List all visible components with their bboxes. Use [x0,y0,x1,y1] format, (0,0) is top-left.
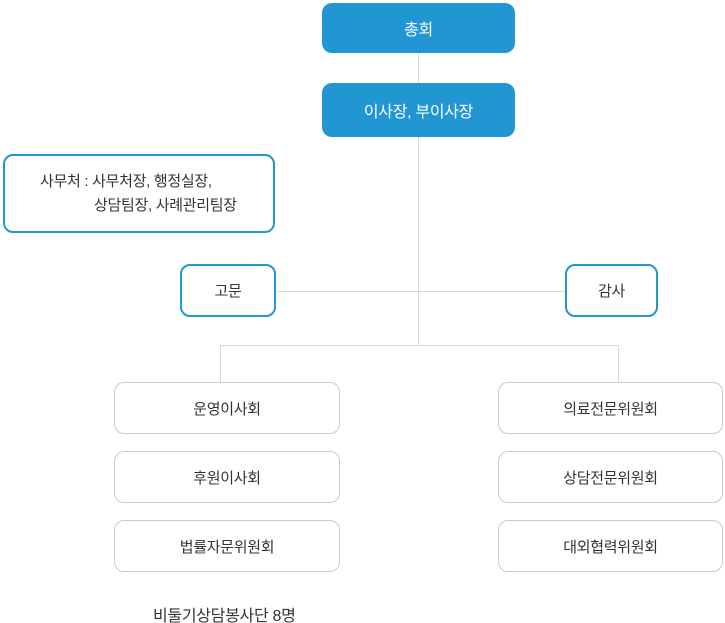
node-medical-expert-committee-label: 의료전문위원회 [563,400,658,418]
node-secretariat: 사무처 : 사무처장, 행정실장, 상담팀장, 사례관리팀장 [3,154,275,233]
connector-assembly-to-chairman [418,53,419,83]
connector-right-column-drop [618,345,619,382]
node-advisor-label: 고문 [214,283,242,300]
node-legal-advisory-committee: 법률자문위원회 [114,520,340,572]
node-general-assembly: 총회 [322,3,515,53]
connector-left-column-drop [220,345,221,382]
node-counseling-expert-committee-label: 상담전문위원회 [563,469,658,487]
node-auditor: 감사 [565,264,658,317]
node-legal-advisory-committee-label: 법률자문위원회 [179,538,275,556]
node-secretariat-line1: 사무처 : 사무처장, 행정실장, [40,172,212,190]
node-medical-expert-committee: 의료전문위원회 [498,382,723,434]
node-chairman-label: 이사장, 부이사장 [363,104,474,121]
node-general-assembly-label: 총회 [404,22,433,39]
footnote-volunteer-group: 비둘기상담봉사단 8명 [153,608,296,623]
node-external-cooperation-committee-label: 대외협력위원회 [563,538,658,556]
node-secretariat-line2: 상담팀장, 사례관리팀장 [94,196,237,214]
node-counseling-expert-committee: 상담전문위원회 [498,451,723,503]
node-external-cooperation-committee: 대외협력위원회 [498,520,723,572]
connector-trunk [418,137,419,345]
connector-branch-horizontal [220,345,619,346]
node-operating-board-label: 운영이사회 [193,400,261,418]
node-chairman: 이사장, 부이사장 [322,83,515,137]
node-support-board: 후원이사회 [114,451,340,503]
connector-advisor-auditor [276,291,565,292]
node-support-board-label: 후원이사회 [193,469,261,487]
node-operating-board: 운영이사회 [114,382,340,434]
node-advisor: 고문 [180,264,276,317]
node-auditor-label: 감사 [597,283,625,300]
